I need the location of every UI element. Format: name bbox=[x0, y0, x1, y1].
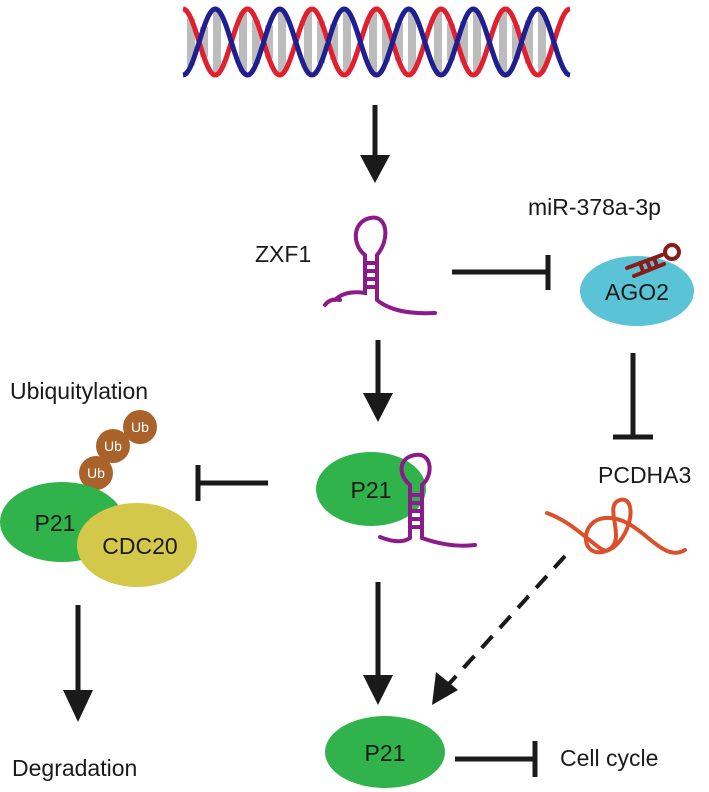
dna-base-pair bbox=[187, 18, 195, 66]
p21-bound-protein bbox=[316, 452, 426, 526]
dna-base-pair bbox=[395, 22, 403, 62]
dna-base-pair bbox=[460, 21, 468, 63]
ub-bead bbox=[96, 429, 130, 463]
dna-base-pair bbox=[408, 10, 416, 74]
ubiquitin-chain: Ub Ub Ub bbox=[79, 410, 157, 490]
ago2-protein bbox=[580, 256, 694, 326]
cell-cycle-label: Cell cycle bbox=[560, 745, 658, 771]
mirna-label: miR-378a-3p bbox=[528, 194, 661, 220]
dna-base-pair bbox=[317, 20, 325, 64]
ago2-label: AGO2 bbox=[605, 279, 669, 305]
dna-base-pair bbox=[278, 9, 286, 75]
dna-base-pair bbox=[434, 10, 442, 74]
dna-base-pair bbox=[265, 25, 273, 59]
dna-strand-red bbox=[182, 6, 571, 78]
inhibition-zxf1-to-ago2 bbox=[452, 255, 551, 290]
dna-base-pair bbox=[473, 11, 481, 73]
ubiquitylation-label: Ubiquitylation bbox=[10, 378, 148, 404]
dna-base-pair bbox=[343, 10, 351, 74]
arrow-zxf1-to-p21 bbox=[363, 340, 393, 422]
lncrna-bound-hairpin-icon bbox=[378, 452, 477, 548]
ub-label: Ub bbox=[87, 465, 105, 481]
p21-final-label: P21 bbox=[365, 740, 406, 766]
dna-rungs bbox=[187, 9, 546, 75]
inhibition-p21-to-ubiquitylation bbox=[195, 465, 268, 501]
arrow-dna-to-zxf1 bbox=[360, 105, 390, 183]
ub-label: Ub bbox=[104, 438, 122, 454]
dna-base-pair bbox=[369, 10, 377, 74]
inhibition-ago2-to-pcdha3 bbox=[613, 353, 653, 440]
ub-bead bbox=[79, 456, 113, 490]
dna-base-pair bbox=[512, 24, 520, 60]
zxf1-label: ZXF1 bbox=[255, 241, 311, 267]
inhibition-p21-to-cell-cycle bbox=[455, 741, 538, 777]
mirna-hairpin-icon bbox=[625, 243, 681, 278]
dna-base-pair bbox=[304, 11, 312, 73]
p21-bound-label: P21 bbox=[351, 477, 392, 503]
pcdha3-label: PCDHA3 bbox=[598, 462, 691, 488]
dna-base-pair bbox=[447, 23, 455, 61]
dna-base-pair bbox=[499, 9, 507, 75]
dna-base-pair bbox=[239, 12, 247, 72]
arrow-p21-to-p21-final bbox=[363, 582, 393, 705]
dna-base-pair bbox=[252, 19, 260, 65]
degradation-label: Degradation bbox=[12, 755, 137, 781]
dna-base-pair bbox=[200, 26, 208, 58]
cdc20-label: CDC20 bbox=[102, 533, 177, 559]
dna-base-pair bbox=[213, 9, 221, 75]
dna-strand-blue bbox=[182, 6, 571, 78]
pcdha3-mrna-strand-icon bbox=[545, 497, 687, 555]
dna-base-pair bbox=[525, 20, 533, 64]
p21-final-protein bbox=[325, 716, 445, 788]
lncrna-hairpin-icon bbox=[323, 215, 437, 316]
p21-complex-label: P21 bbox=[35, 510, 76, 536]
arrow-complex-to-degradation bbox=[63, 605, 93, 722]
dna-base-pair bbox=[538, 11, 546, 73]
dashed-arrow-pcdha3-to-p21 bbox=[432, 554, 567, 705]
ub-bead bbox=[123, 410, 157, 444]
dna-base-pair bbox=[382, 22, 390, 62]
dna-double-helix-icon bbox=[182, 6, 571, 78]
cdc20-protein bbox=[77, 503, 197, 587]
dna-base-pair bbox=[330, 24, 338, 60]
ub-label: Ub bbox=[131, 419, 149, 435]
